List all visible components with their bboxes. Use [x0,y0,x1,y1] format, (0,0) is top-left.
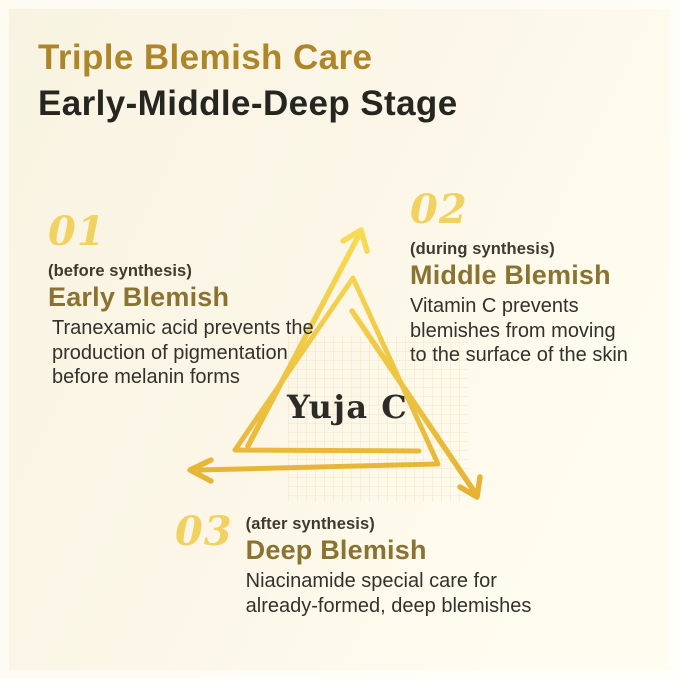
center-ingredient-label: Yuja C [287,388,409,426]
cycle-arrow-up-shaft [245,230,363,449]
page-title: Triple Blemish Care [38,38,373,77]
stage-middle-blemish: 02 (during synthesis) Middle Blemish Vit… [410,190,628,368]
description-line: Tranexamic acid prevents the [52,317,314,339]
stage-number: 01 [48,208,106,255]
triangle-outline [196,275,441,473]
stage-early-blemish: 01 (before synthesis) Early Blemish Tran… [48,212,314,390]
cycle-arrow-down-icon [457,474,483,500]
description-line: to the surface of the skin [410,344,628,366]
cycle-arrow-up-icon [340,227,370,254]
description-line: already-formed, deep blemishes [245,594,532,617]
stage-deep-blemish: 03 (after synthesis) Deep Blemish Niacin… [175,512,531,618]
description-line: Vitamin C prevents [410,295,579,317]
header: Triple Blemish Care Early-Middle-Deep St… [38,34,458,126]
description-line: before melanin forms [52,366,240,388]
stage-description: Tranexamic acid prevents the production … [48,316,314,390]
stage-phase-label: (after synthesis) [245,515,375,533]
stage-title: Middle Blemish [410,260,611,290]
stage-phase-label: (before synthesis) [48,262,192,280]
stage-phase-label: (during synthesis) [410,240,555,258]
stage-description: Vitamin C prevents blemishes from moving… [410,294,628,368]
stage-number: 03 [175,508,233,555]
stage-number: 02 [410,186,468,233]
grid-backdrop [288,336,468,502]
cycle-arrow-left-icon [187,457,214,484]
triangle-cycle-diagram [187,227,483,502]
cycle-arrow-down-shaft [349,308,479,497]
stage-title: Deep Blemish [245,535,427,565]
description-line: blemishes from moving [410,319,616,342]
stage-content: (after synthesis) Deep Blemish Niacinami… [246,515,532,618]
description-line: Niacinamide special care for [245,570,497,592]
description-line: production of pigmentation [52,341,288,364]
stage-title: Early Blemish [48,282,230,312]
page-subtitle: Early-Middle-Deep Stage [38,84,458,123]
stage-description: Niacinamide special care for already-for… [246,569,532,618]
